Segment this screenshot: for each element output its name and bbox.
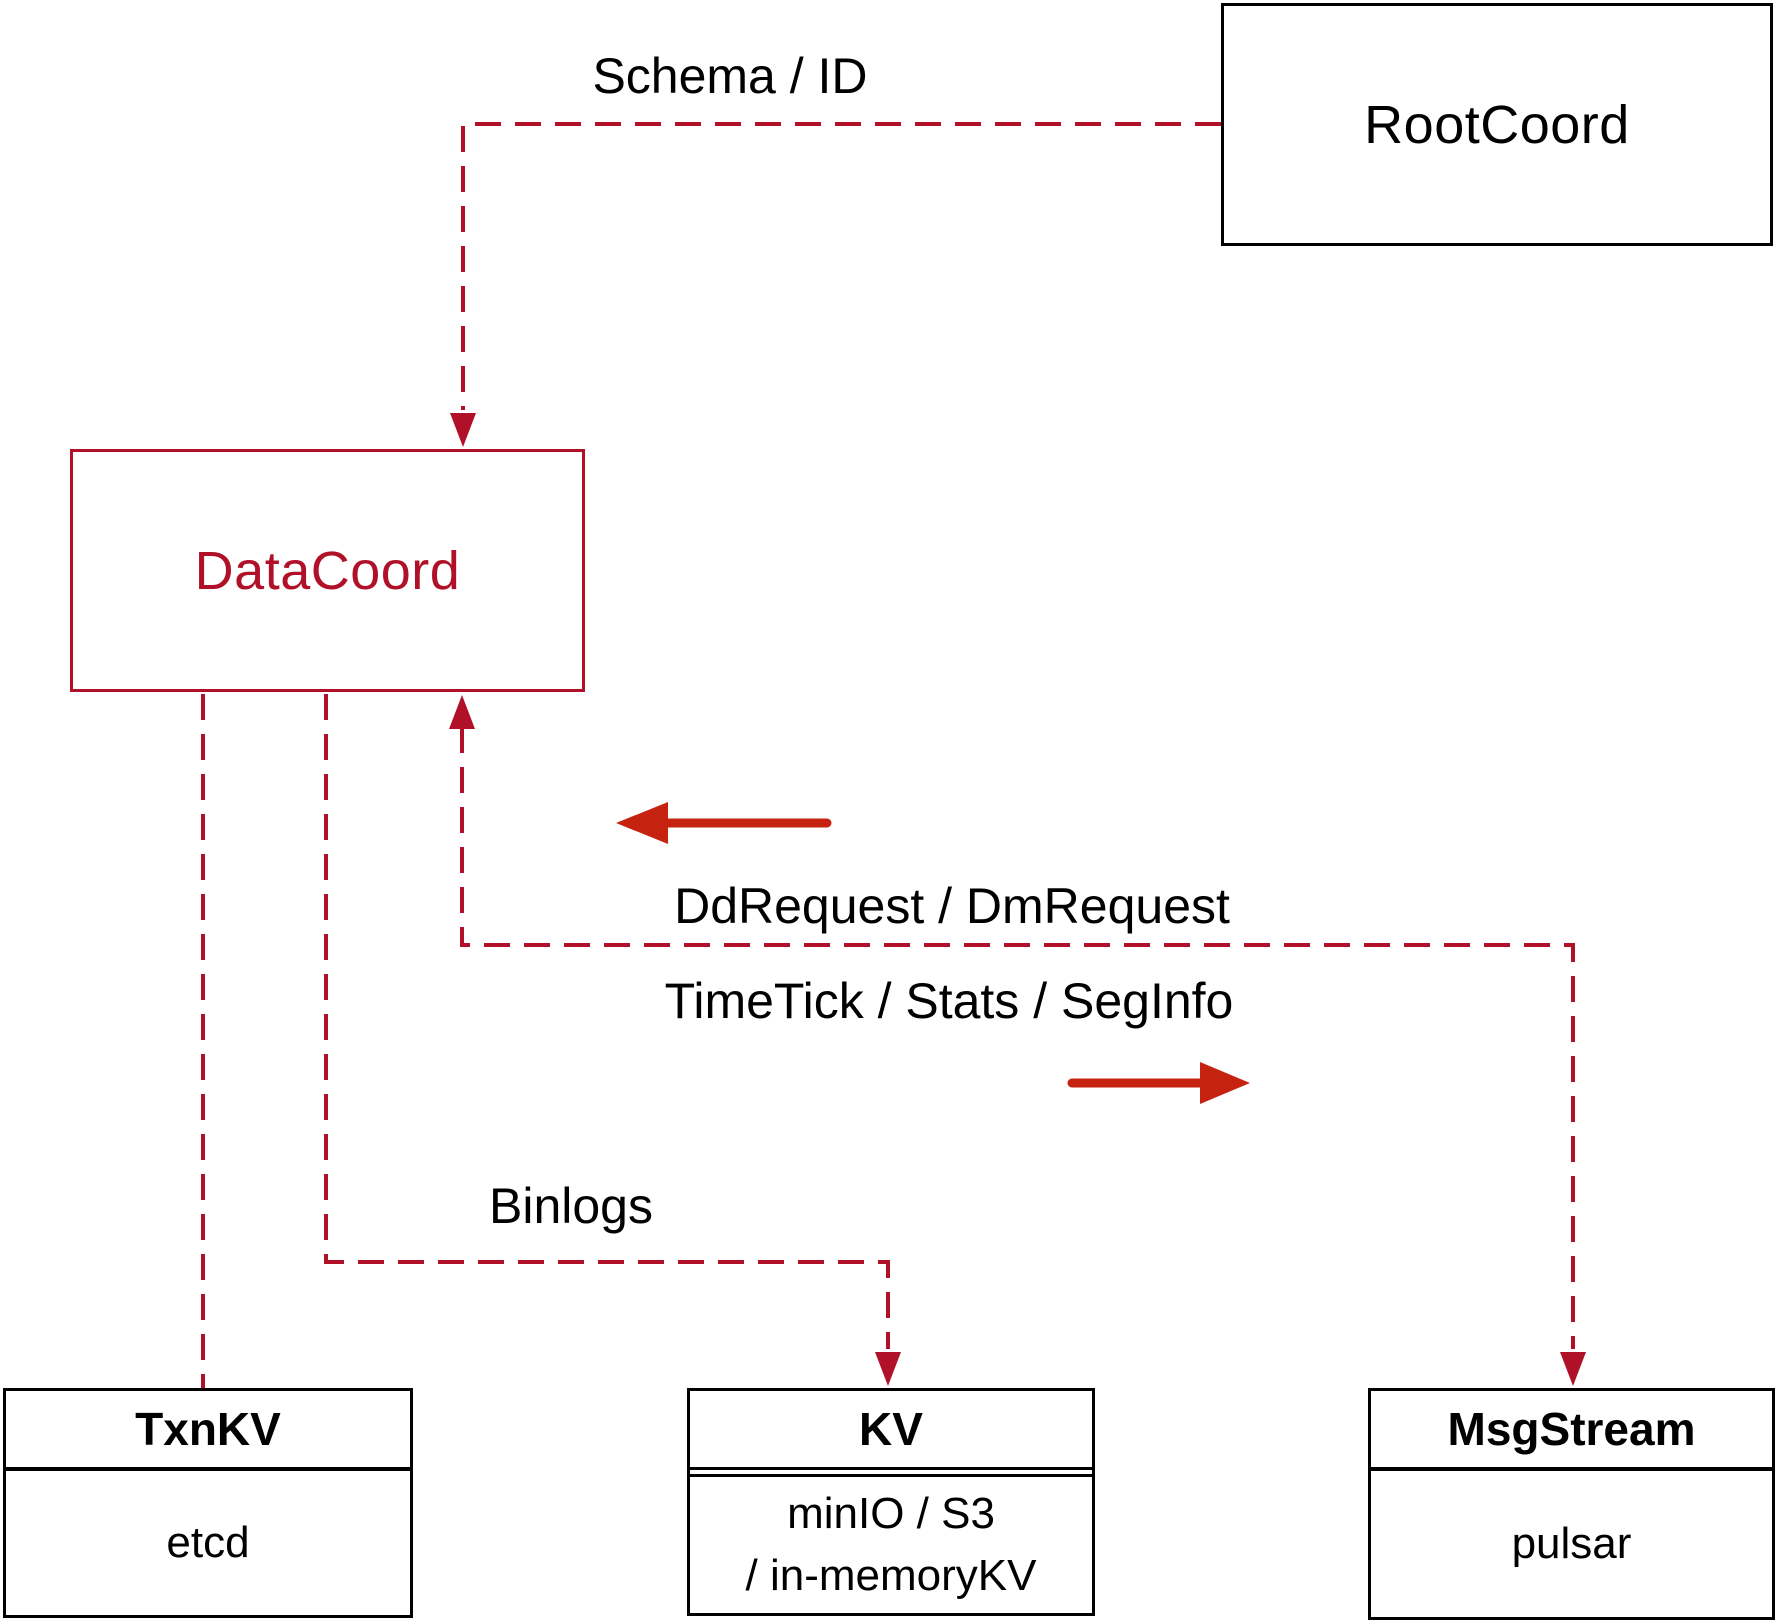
kv-body-line1: minIO / S3: [787, 1489, 995, 1538]
edge-datacoord-msgstream: [449, 695, 1586, 1386]
msgstream-header: MsgStream: [1371, 1391, 1772, 1471]
node-rootcoord: RootCoord: [1221, 3, 1773, 246]
node-msgstream: MsgStream pulsar: [1368, 1388, 1775, 1620]
edge-label-timetick-stats-seginfo: TimeTick / Stats / SegInfo: [664, 973, 1234, 1029]
kv-body: minIO / S3 / in-memoryKV: [690, 1477, 1092, 1613]
datacoord-label: DataCoord: [194, 540, 461, 601]
direction-arrow-right: [1067, 1062, 1250, 1104]
edge-label-schema-id: Schema / ID: [592, 48, 868, 104]
node-datacoord: DataCoord: [70, 449, 585, 692]
edge-schema-id: [450, 122, 1221, 447]
arrowhead-up-into-datacoord: [449, 695, 475, 729]
edge-label-ddrequest-dmrequest: DdRequest / DmRequest: [674, 878, 1230, 934]
direction-arrow-left: [616, 802, 832, 844]
edge-label-binlogs: Binlogs: [489, 1178, 653, 1234]
arrowhead-down-into-kv: [875, 1352, 901, 1386]
arrowhead-down-into-msgstream: [1560, 1352, 1586, 1386]
txnkv-header: TxnKV: [6, 1391, 410, 1471]
edge-binlogs: [324, 694, 901, 1386]
node-txnkv: TxnKV etcd: [3, 1388, 413, 1618]
txnkv-body: etcd: [6, 1471, 410, 1615]
kv-body-line2: / in-memoryKV: [745, 1551, 1037, 1600]
msgstream-body: pulsar: [1371, 1471, 1772, 1617]
kv-header: KV: [690, 1391, 1092, 1477]
node-kv: KV minIO / S3 / in-memoryKV: [687, 1388, 1095, 1616]
msgstream-body-text: pulsar: [1511, 1519, 1632, 1568]
txnkv-body-text: etcd: [166, 1518, 250, 1567]
rootcoord-label: RootCoord: [1364, 94, 1630, 155]
arrowhead-down-into-datacoord: [450, 413, 476, 447]
